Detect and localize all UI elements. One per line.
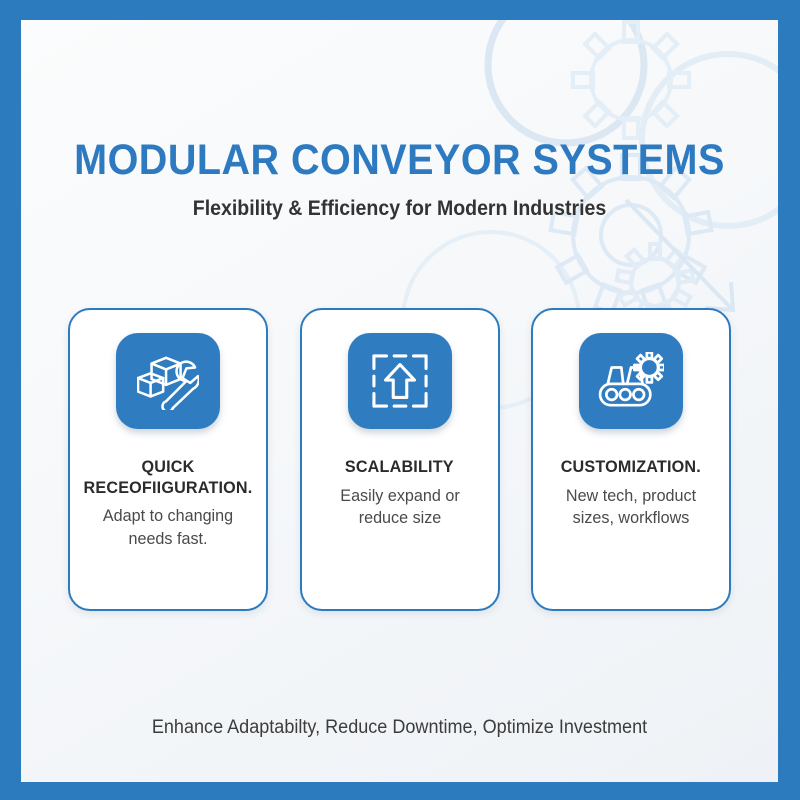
expand-arrow-frame-icon [347, 333, 452, 429]
poster-inner-panel: MODULAR CONVEYOR SYSTEMS Flexibility & E… [21, 20, 778, 782]
header: MODULAR CONVEYOR SYSTEMS Flexibility & E… [21, 136, 778, 221]
page-subtitle: Flexibility & Efficiency for Modern Indu… [192, 197, 607, 221]
feature-card-customization[interactable]: CUSTOMIZATION. New tech, product sizes, … [531, 308, 731, 611]
footer-tagline: Enhance Adaptabilty, Reduce Downtime, Op… [151, 717, 648, 738]
feature-card-heading: SCALABILITY [345, 457, 454, 476]
feature-card-description: New tech, product sizes, workflows [565, 485, 697, 527]
feature-card-quick-reconfiguration[interactable]: QUICK RECEOFIIGURATION. Adapt to changin… [68, 308, 268, 611]
boxes-wrench-icon [116, 333, 220, 429]
gear-outline-medium-icon [571, 20, 691, 140]
feature-card-list: QUICK RECEOFIIGURATION. Adapt to changin… [68, 308, 731, 611]
conveyor-gear-icon [579, 333, 683, 429]
feature-card-scalability[interactable]: SCALABILITY Easily expand or reduce size [299, 308, 500, 611]
feature-card-heading: QUICK RECEOFIIGURATION. [83, 457, 253, 497]
page-title: MODULAR CONVEYOR SYSTEMS [74, 136, 725, 184]
feature-card-heading: CUSTOMIZATION. [560, 457, 702, 476]
feature-card-description: Easily expand or reduce size [339, 485, 460, 527]
feature-card-description: Adapt to changing needs fast. [102, 506, 234, 548]
